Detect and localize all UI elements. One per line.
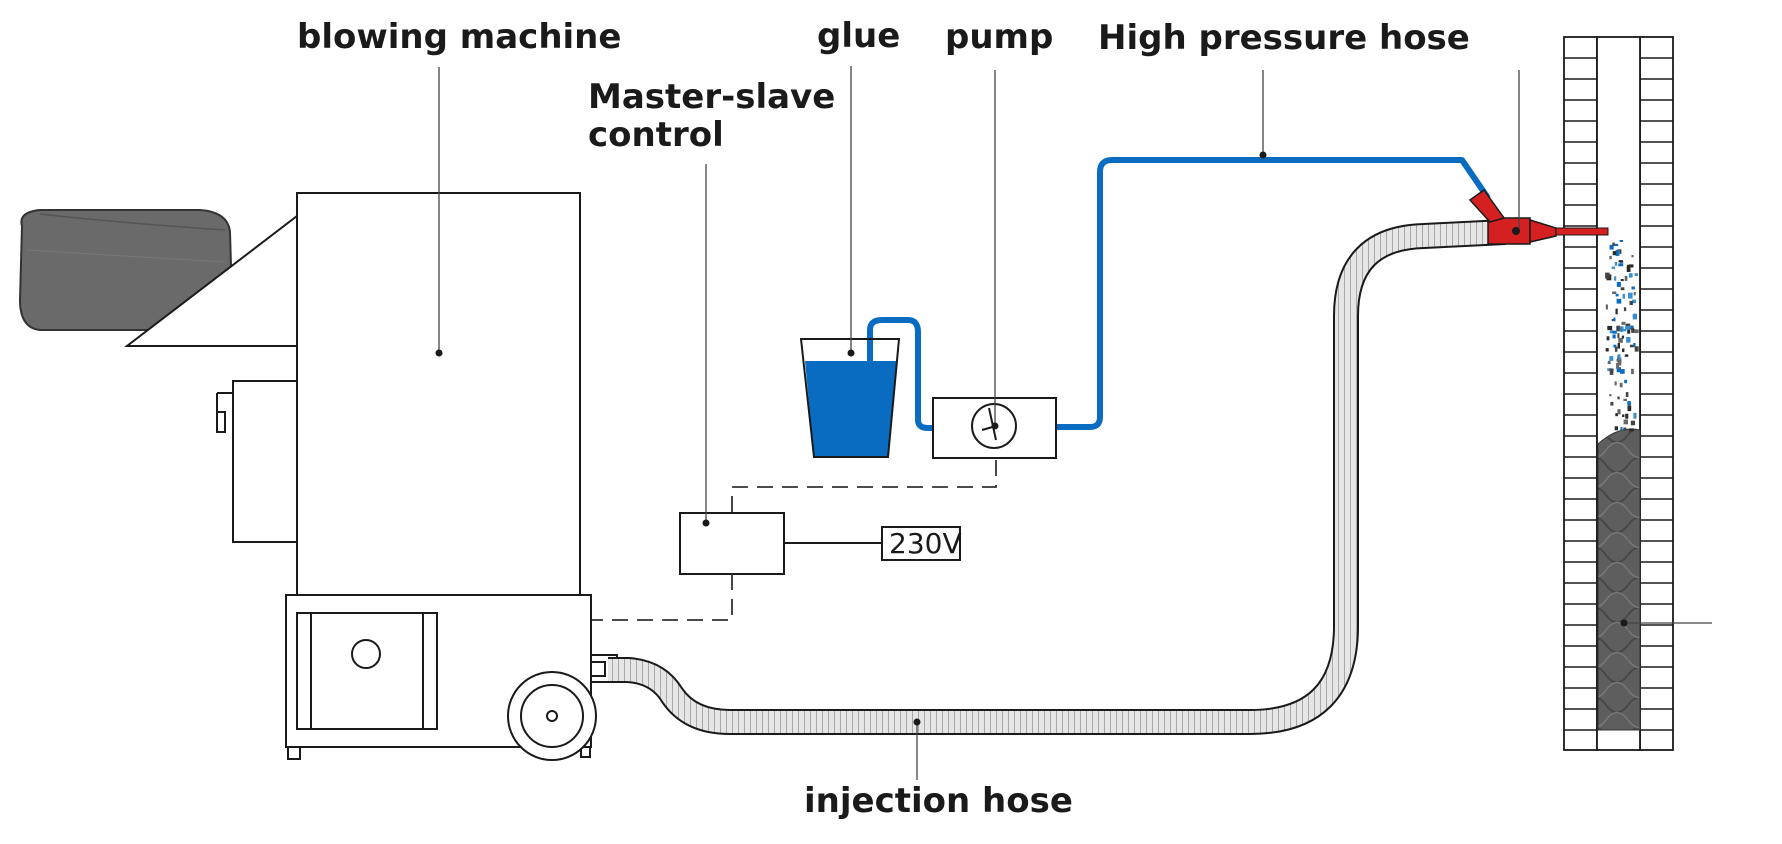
side-box xyxy=(232,380,298,543)
side-handle xyxy=(216,392,233,433)
voltage-box xyxy=(881,526,961,561)
blown-insulation xyxy=(1597,428,1641,731)
glue-bucket xyxy=(799,338,901,458)
injection-hose xyxy=(608,219,1506,735)
injection-nozzle xyxy=(1468,188,1609,245)
label-master-slave-control: Master-slave control xyxy=(588,78,835,154)
signal-lines xyxy=(592,460,997,621)
master-slave-control xyxy=(679,512,961,575)
label-master-slave-line2: control xyxy=(588,115,724,155)
control-box xyxy=(679,512,785,575)
label-glue: glue xyxy=(817,16,901,56)
glue-suction-tube xyxy=(867,317,936,431)
label-blowing-machine: blowing machine xyxy=(297,17,622,57)
cavity-wall xyxy=(1563,36,1674,751)
high-pressure-hose xyxy=(867,157,1491,431)
label-high-pressure-hose: High pressure hose xyxy=(1098,18,1470,58)
blowing-machine xyxy=(18,192,618,761)
leader-lines xyxy=(438,66,1712,780)
front-panel xyxy=(296,612,438,730)
label-injection-hose: injection hose xyxy=(804,781,1073,821)
label-voltage: 230V xyxy=(889,527,962,560)
panel-knob xyxy=(351,639,381,669)
label-pump: pump xyxy=(945,17,1054,57)
label-master-slave-line1: Master-slave xyxy=(588,77,836,117)
leader-dots xyxy=(435,151,1628,726)
